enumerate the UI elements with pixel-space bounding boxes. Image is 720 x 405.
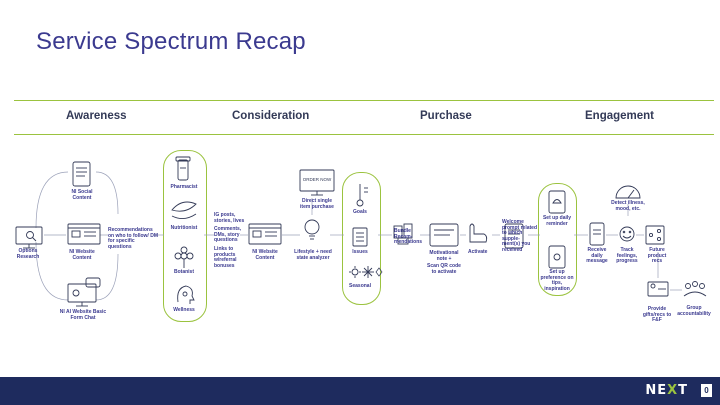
- phone-bell-icon: [548, 190, 566, 214]
- reminder-pill: [538, 183, 577, 296]
- label-provide-gifts: Provide gifts/recs to F&F: [642, 306, 672, 324]
- leaf-icon: [375, 267, 383, 277]
- label-ni-website-2: NI Website Content: [252, 249, 278, 261]
- phase-consideration: Consideration: [232, 110, 310, 122]
- order-screen-icon: [299, 169, 335, 196]
- pill-bottle-icon: [175, 156, 191, 181]
- connector-curve: [95, 171, 119, 215]
- gauge-icon: [615, 185, 641, 199]
- order-now-label: ORDER NOW: [303, 177, 332, 182]
- label-ni-website-1: NI Website Content: [69, 249, 95, 261]
- label-group: Group accountability: [677, 305, 711, 317]
- monitor-search-icon: [15, 226, 43, 249]
- label-bundle: Bundle Recom- mendations: [394, 228, 423, 246]
- label-activate: Activate: [468, 249, 488, 255]
- checklist-icon: [352, 227, 368, 247]
- head-icon: [177, 285, 195, 304]
- analyzer-pill: [342, 172, 381, 305]
- experts-pill: [163, 150, 207, 322]
- label-scan-qr: Scan QR code to activate: [427, 263, 461, 275]
- label-lifestyle: Lifestyle + need state analyzer: [294, 249, 332, 261]
- label-daily-reminder: Set up daily reminder: [542, 215, 572, 227]
- gift-person-icon: [647, 281, 669, 297]
- thermometer-icon: [356, 184, 368, 207]
- label-nutritionist: Nutritionist: [170, 225, 198, 231]
- browser-icon: [67, 223, 101, 245]
- tablet-icon: [429, 223, 459, 247]
- slide-title: Service Spectrum Recap: [36, 28, 306, 55]
- label-ig-posts: IG posts, stories, lives: [214, 212, 245, 224]
- snowflake-icon: [362, 266, 374, 278]
- phase-purchase: Purchase: [420, 110, 472, 122]
- phone-settings-icon: [548, 245, 566, 269]
- label-ni-ai-website: NI AI Website Basic Form Chat: [59, 309, 107, 321]
- label-detect: Detect illness, mood, etc.: [611, 200, 645, 212]
- label-recommendations: Recommendations on who to follow/ DM for…: [108, 227, 158, 250]
- phone-icon: [504, 223, 524, 249]
- phase-engagement: Engagement: [585, 110, 655, 122]
- label-pharmacist: Pharmacist: [170, 184, 198, 190]
- label-set-up-pref: Set up preference on tips, inspiration: [540, 269, 574, 292]
- label-issues: Issues: [352, 249, 368, 255]
- share-box-icon: [645, 225, 665, 245]
- flower-icon: [174, 246, 194, 268]
- phase-line-bottom: [14, 134, 714, 135]
- chat-monitor-icon: [67, 277, 101, 307]
- phase-line-top: [14, 100, 714, 101]
- phase-awareness: Awareness: [66, 110, 127, 122]
- logo-part: X: [667, 383, 679, 398]
- label-motivational: Motivational note +: [429, 250, 459, 262]
- label-options-research: Options Research: [16, 248, 40, 260]
- label-wellness: Wellness: [173, 307, 195, 313]
- bundle-boxes-icon: [393, 223, 413, 245]
- connector-curve: [35, 171, 69, 229]
- phone-message-icon: [589, 222, 605, 246]
- label-botanist: Botanist: [174, 269, 194, 275]
- label-goals: Goals: [353, 209, 367, 215]
- label-future: Future product recs: [647, 247, 667, 265]
- connector-curve: [35, 241, 69, 301]
- hand-tap-icon: [469, 223, 488, 243]
- footer-bar: NEXT 0: [0, 377, 720, 405]
- label-links: Links to products w/referral bonuses: [214, 246, 237, 269]
- label-seasonal: Seasonal: [349, 283, 371, 289]
- logo-part: T: [678, 383, 688, 398]
- group-icon: [683, 281, 707, 297]
- phone-icon: [72, 161, 91, 187]
- label-ni-social: NI Social Content: [71, 189, 93, 201]
- connector-curve: [95, 253, 119, 301]
- leaf-hand-icon: [171, 201, 197, 219]
- page-number: 0: [701, 384, 712, 397]
- lightbulb-icon: [304, 219, 320, 240]
- logo-part: NE: [645, 383, 668, 398]
- label-track: Track feelings, progress: [616, 247, 638, 265]
- label-comments: Comments, DMs, story questions: [214, 226, 242, 244]
- browser-icon: [248, 223, 282, 245]
- sun-icon: [349, 266, 361, 278]
- label-direct-single: Direct single item purchase: [300, 198, 334, 210]
- smile-icon: [619, 226, 635, 242]
- label-welcome: Welcome prompt related to which supple- …: [502, 219, 538, 253]
- label-receive-daily: Receive daily message: [586, 247, 608, 265]
- brand-logo: NEXT: [645, 383, 688, 398]
